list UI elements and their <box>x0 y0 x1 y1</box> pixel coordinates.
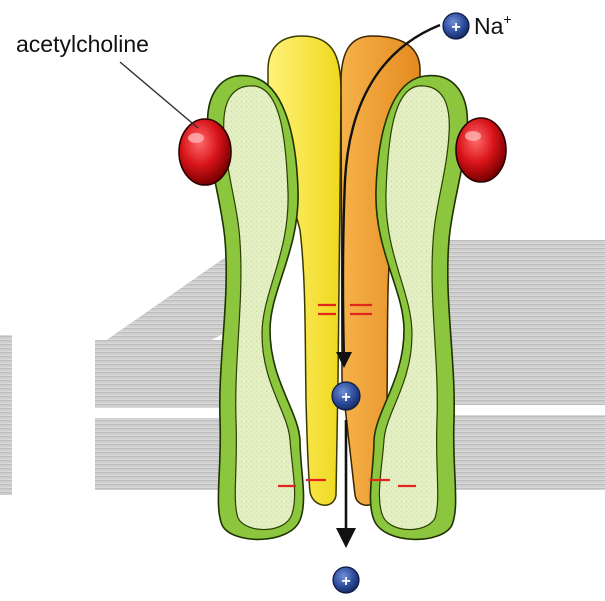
ion-plus-sign: + <box>451 19 460 36</box>
acetylcholine-leader-line <box>120 62 198 128</box>
exit-arrowhead <box>336 528 356 548</box>
ion-plus-sign: + <box>341 573 350 590</box>
ion-label: Na+ <box>474 11 512 39</box>
membrane-right-seam <box>440 405 605 415</box>
sodium-ion-bottom: + <box>333 567 359 593</box>
ion-plus-sign: + <box>341 389 350 406</box>
acetylcholine-label: acetylcholine <box>16 31 149 57</box>
sodium-ion-in-pore: + <box>332 382 360 410</box>
acetylcholine-left <box>179 119 231 185</box>
membrane-edge-sliver <box>0 335 12 495</box>
sodium-ion-top: + <box>443 13 469 39</box>
membrane-right-top-face <box>440 240 605 330</box>
acetylcholine-right <box>456 118 506 182</box>
cell-membrane <box>0 240 605 495</box>
